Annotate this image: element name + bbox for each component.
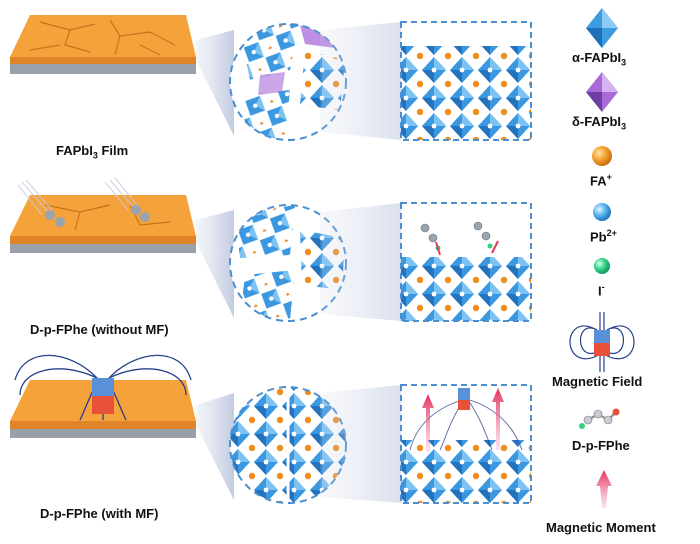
row3-lattice-box (400, 384, 532, 504)
legend-magnetic-moment-label: Magnetic Moment (546, 520, 656, 535)
legend-pb-label: Pb2+ (590, 228, 617, 245)
delta-octahedron-icon (586, 72, 618, 112)
caption-with-mf: D-p-FPhe (with MF) (40, 506, 159, 521)
legend-molecule-label: D-p-FPhe (572, 438, 630, 453)
row2-grain-circle (229, 204, 347, 322)
legend-fa-label: FA+ (590, 172, 612, 189)
moment-arrow-icon (596, 470, 612, 508)
row3-film (10, 354, 196, 438)
row1-lattice-box (400, 21, 532, 141)
pb-sphere-icon (593, 203, 611, 221)
caption-without-mf: D-p-FPhe (without MF) (30, 322, 169, 337)
legend-delta-label: δ-FAPbI3 (572, 114, 627, 132)
row2-film (10, 177, 196, 253)
legend-magnetic-field-label: Magnetic Field (552, 374, 643, 389)
iodide-sphere-icon (594, 258, 610, 274)
molecule-icon (579, 408, 620, 429)
caption-fapbi3-film: FAPbI3 Film (56, 143, 129, 161)
legend-alpha-label: α-FAPbI3 (572, 50, 627, 68)
row2-lattice-box (400, 202, 532, 322)
alpha-octahedron-icon (586, 8, 618, 48)
zoom-cone-3b (320, 385, 401, 503)
row1-film (10, 15, 196, 74)
zoom-cone-1b (320, 22, 401, 140)
zoom-cone-2b (320, 203, 401, 321)
legend-iodide-label: I- (598, 282, 605, 299)
zoom-cone-3a (196, 393, 234, 500)
fa-sphere-icon (592, 146, 612, 166)
zoom-cone-1a (196, 30, 234, 136)
magnet-icon (569, 312, 635, 372)
zoom-cone-2a (196, 210, 234, 318)
